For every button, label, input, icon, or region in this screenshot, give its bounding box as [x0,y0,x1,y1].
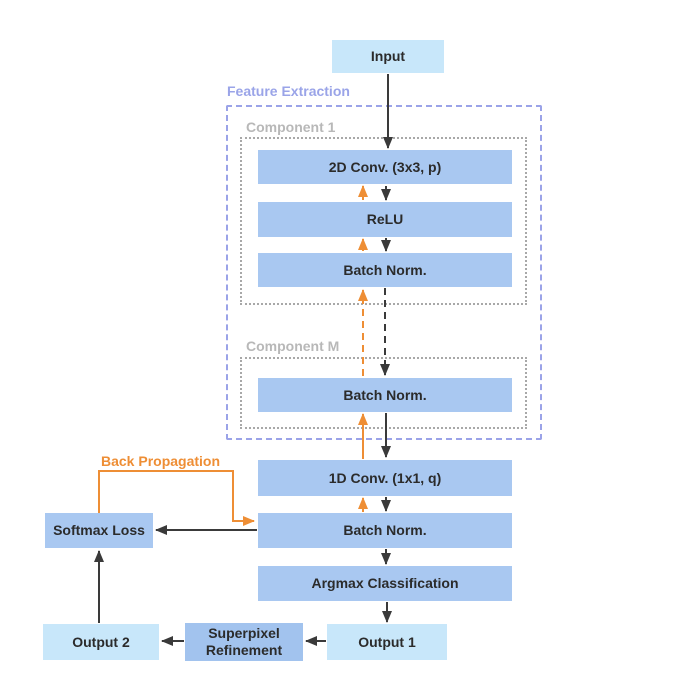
component-1-label: Component 1 [246,119,336,135]
batch-norm-m-node: Batch Norm. [258,378,512,412]
feature-extraction-group [226,105,542,440]
argmax-node: Argmax Classification [258,566,512,601]
component-m-label: Component M [246,338,340,354]
batch-norm-1-node: Batch Norm. [258,253,512,287]
component-m-group [240,357,527,429]
output-2-node: Output 2 [43,624,159,660]
feature-extraction-label: Feature Extraction [227,83,350,99]
relu-node: ReLU [258,202,512,237]
output-1-node: Output 1 [327,624,447,660]
input-node: Input [332,40,444,73]
softmax-loss-node: Softmax Loss [45,513,153,548]
conv1d-node: 1D Conv. (1x1, q) [258,460,512,496]
batch-norm-2-node: Batch Norm. [258,513,512,548]
arrow-backpropagation-path [98,470,255,526]
back-propagation-label: Back Propagation [101,453,221,469]
conv2d-node: 2D Conv. (3x3, p) [258,150,512,184]
superpixel-refinement-node: Superpixel Refinement [185,623,303,661]
